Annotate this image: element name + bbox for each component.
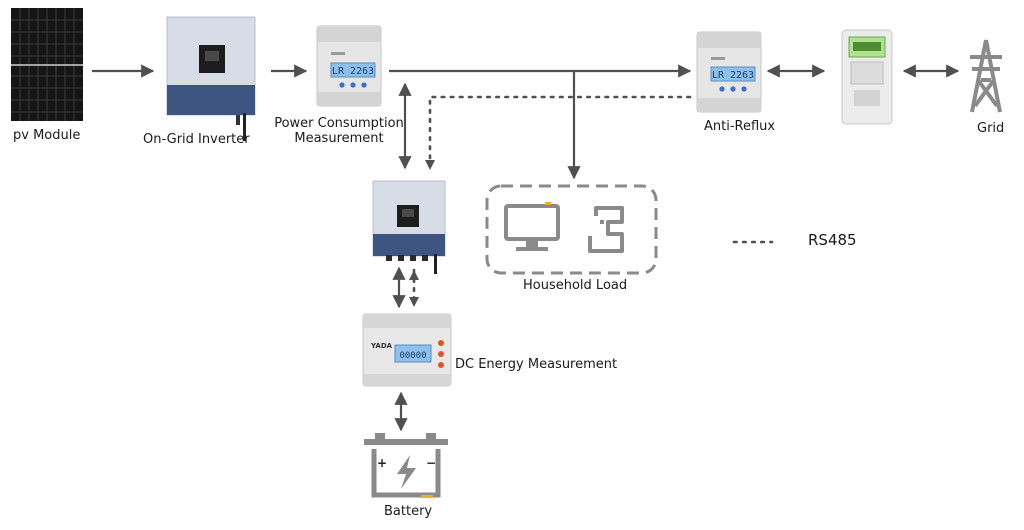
power-consumption-label: Power Consumption Measurement [272, 116, 406, 146]
appliance-icon [588, 206, 624, 253]
battery-label: Battery [384, 504, 433, 519]
rs485-legend-label: RS485 [808, 231, 857, 249]
solar-panel-icon [11, 8, 83, 121]
din-meter-icon [316, 25, 382, 107]
grid-label: Grid [977, 121, 1005, 136]
battery-negative-terminal: − [426, 456, 436, 470]
anti-reflux-lcd: LR 2263 [712, 70, 754, 81]
power-consumption-label-line1: Power Consumption [274, 116, 404, 131]
lightning-icon [397, 455, 416, 489]
pv-module-label: pv Module [13, 128, 81, 143]
battery-positive-terminal: + [377, 456, 387, 470]
battery-icon [364, 433, 448, 498]
pylon-icon [970, 39, 1002, 113]
dc-meter-lcd: 00000 [399, 351, 426, 361]
dc-meter-brand: YADA [370, 342, 393, 350]
din-meter-icon [696, 31, 762, 113]
power-consumption-label-line2: Measurement [294, 131, 384, 146]
household-load-group [485, 184, 658, 275]
utility-meter-icon [841, 29, 893, 125]
anti-reflux-label: Anti-Reflux [704, 119, 776, 134]
inverter-icon [372, 180, 446, 274]
monitor-icon [504, 202, 560, 251]
dc-energy-measurement-label: DC Energy Measurement [455, 357, 618, 372]
rs485-antireflux-to-inverter [428, 95, 692, 160]
din-meter-icon [362, 313, 452, 387]
power-consumption-lcd: LR 2263 [332, 66, 374, 77]
household-load-label: Household Load [523, 278, 628, 293]
inverter-icon [166, 16, 256, 141]
on-grid-inverter-label: On-Grid Inverter [143, 132, 250, 147]
